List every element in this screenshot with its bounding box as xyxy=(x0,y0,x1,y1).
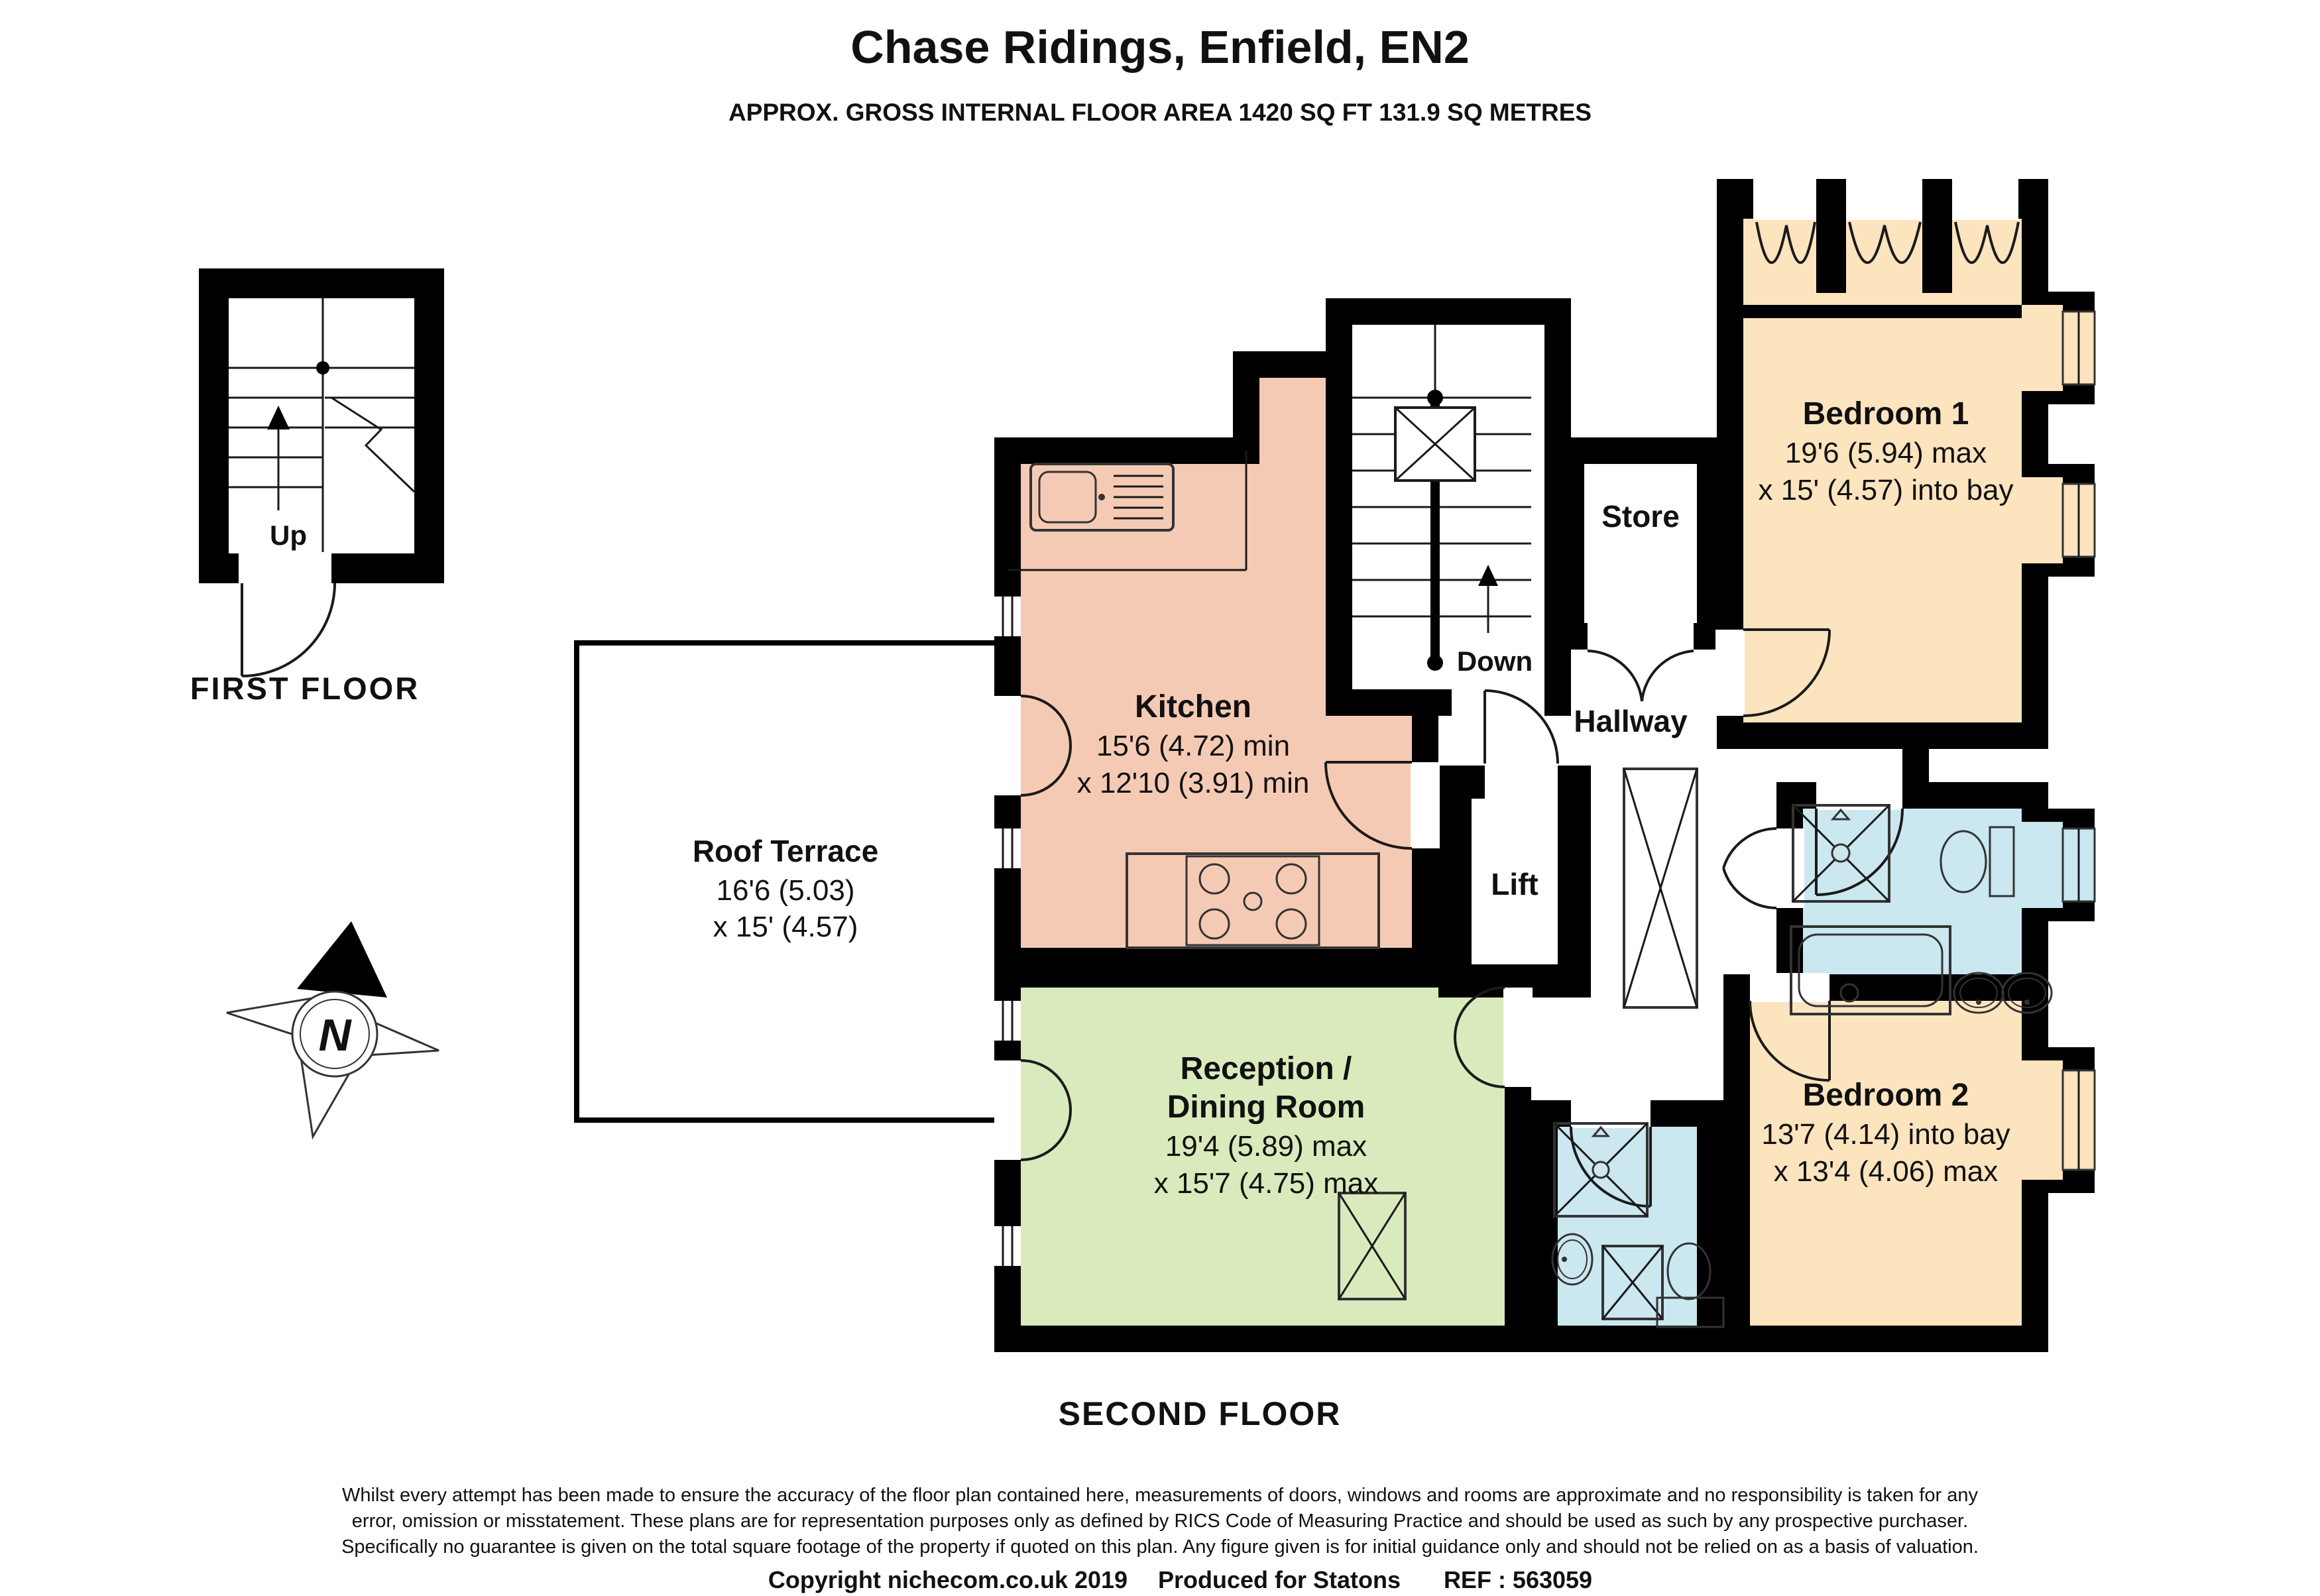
first-floor-interior xyxy=(229,298,414,553)
up-arrow-icon xyxy=(267,406,290,510)
store-label: Store xyxy=(1601,499,1680,534)
compass-n-label: N xyxy=(318,1010,352,1060)
reception-dim1: 19'4 (5.89) max xyxy=(1165,1130,1367,1163)
lift-box xyxy=(1438,766,1591,997)
shower-room-shower xyxy=(1553,1122,1649,1218)
bay-casement-symbol-2 xyxy=(1848,221,1922,264)
newel-post xyxy=(316,361,329,374)
compass-inner-circle xyxy=(300,999,370,1069)
kitchen-hall-door xyxy=(1324,761,1440,850)
stair-break-line xyxy=(331,396,416,493)
room-shower-room-floor xyxy=(1531,1100,1723,1352)
reception-dim2: x 15'7 (4.75) max xyxy=(1154,1167,1379,1200)
bathroom-window-bay xyxy=(2022,809,2096,921)
terrace-label: Roof Terrace xyxy=(693,834,878,868)
bedroom1-bay-windows xyxy=(1717,176,2048,305)
store-double-doors xyxy=(1587,622,1694,702)
reception-window-2 xyxy=(994,1226,1021,1266)
bedroom1-door xyxy=(1715,628,1831,717)
lift-door-arc xyxy=(1484,689,1559,764)
kitchen-hob-island xyxy=(1126,852,1380,949)
disclaimer-line-3: Specifically no guarantee is given on th… xyxy=(341,1536,1979,1558)
bathroom-shower xyxy=(1792,804,1890,903)
bay-side-wall-right xyxy=(2022,219,2048,305)
second-floor-label: SECOND FLOOR xyxy=(1059,1395,1342,1432)
bedroom2-window-bay xyxy=(2022,1047,2096,1193)
bedroom1-dim2: x 15' (4.57) into bay xyxy=(1758,474,2013,506)
bedroom1-window-bay-2 xyxy=(2022,464,2096,577)
bedroom2-dim2: x 13'4 (4.06) max xyxy=(1774,1155,1999,1188)
reception-french-doors xyxy=(994,1059,1072,1161)
disclaimer-line-1: Whilst every attempt has been made to en… xyxy=(342,1485,1978,1506)
shower-room-cupboard xyxy=(1601,1245,1664,1320)
bedroom1-wardrobe-dashes xyxy=(1763,725,2002,742)
bay-mullion-1 xyxy=(1816,219,1846,293)
bathroom-basin-2 xyxy=(2001,972,2053,1014)
reception-label-2: Dining Room xyxy=(1167,1090,1365,1125)
first-floor-door-arc xyxy=(241,583,336,677)
compass-north-point xyxy=(297,921,387,997)
bathroom-toilet xyxy=(1940,826,2015,897)
bay-window-gap-3 xyxy=(1952,176,2018,220)
disclaimer-line-2: error, omission or misstatement. These p… xyxy=(352,1510,1968,1532)
terrace-dim2: x 15' (4.57) xyxy=(713,911,858,943)
first-floor-door-gap xyxy=(239,552,331,585)
bathroom-bath xyxy=(1790,925,1951,1015)
hallway-finger xyxy=(1743,749,1902,782)
roof-terrace: Roof Terrace 16'6 (5.03) x 15' (4.57) xyxy=(574,640,1004,1123)
down-label: Down xyxy=(1457,646,1533,677)
up-label: Up xyxy=(270,520,307,551)
down-arrow-icon xyxy=(1478,565,1498,633)
terrace-dim1: 16'6 (5.03) xyxy=(717,874,855,907)
footer-ref: REF : 563059 xyxy=(1444,1566,1592,1593)
bay-casement-symbol-1 xyxy=(1755,221,1816,264)
reception-storage-unit xyxy=(1338,1192,1407,1300)
kitchen-window-2 xyxy=(994,828,1021,868)
lift: Lift xyxy=(1438,689,1591,997)
kitchen-sink xyxy=(1029,463,1175,532)
kitchen-label: Kitchen xyxy=(1135,689,1251,724)
bedroom2-wardrobe-dashes xyxy=(1856,980,2002,997)
bay-side-wall-left xyxy=(1717,219,1743,305)
page-title: Chase Ridings, Enfield, EN2 xyxy=(850,21,1470,73)
reception-label-1: Reception / xyxy=(1181,1051,1352,1086)
hallway-label: Hallway xyxy=(1574,704,1688,738)
shower-room-basin xyxy=(1551,1233,1594,1286)
bedroom2-dim1: 13'7 (4.14) into bay xyxy=(1761,1118,2010,1151)
kitchen-french-doors xyxy=(994,695,1072,797)
lift-door-gap xyxy=(1485,762,1558,801)
room-store-floor xyxy=(1558,437,1723,650)
terrace-outline xyxy=(574,640,1004,1123)
lift-label: Lift xyxy=(1491,867,1538,901)
page-subtitle: APPROX. GROSS INTERNAL FLOOR AREA 1420 S… xyxy=(728,99,1592,126)
compass-rose: N xyxy=(226,921,439,1140)
footer-produced: Produced for Statons xyxy=(1158,1566,1401,1593)
bedroom2-label: Bedroom 2 xyxy=(1803,1078,1969,1113)
bay-casement-symbol-3 xyxy=(1954,221,2020,264)
room-bedroom1-floor xyxy=(1717,292,2048,749)
bedroom1-label: Bedroom 1 xyxy=(1803,396,1969,431)
footer-copyright: Copyright nichecom.co.uk 2019 xyxy=(768,1566,1128,1593)
reception-double-doors xyxy=(1454,986,1533,1088)
bay-window-gap-1 xyxy=(1753,176,1816,220)
bedroom1-dim1: 19'6 (5.94) max xyxy=(1785,437,1987,469)
kitchen-dim2: x 12'10 (3.91) min xyxy=(1077,767,1310,799)
bay-window-gap-2 xyxy=(1846,176,1922,220)
bedroom1-window-bay-1 xyxy=(2022,292,2096,404)
kitchen-dim1: 15'6 (4.72) min xyxy=(1096,730,1290,762)
first-floor-label: FIRST FLOOR xyxy=(190,671,420,706)
hallway-cupboard xyxy=(1623,768,1698,1009)
kitchen-window xyxy=(994,597,1021,636)
first-floor-inset: Up FIRST FLOOR xyxy=(190,268,444,706)
reception-window-1 xyxy=(994,1001,1021,1041)
hallway-finger-end-wall xyxy=(1902,749,1929,782)
shower-room-toilet xyxy=(1656,1242,1725,1328)
bay-mullion-2 xyxy=(1922,219,1952,293)
